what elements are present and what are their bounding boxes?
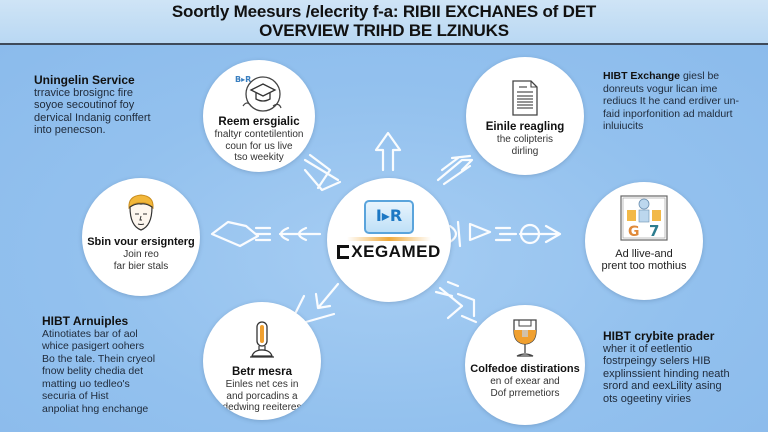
node-desc-line: en of exear and	[490, 376, 560, 387]
side-text-line: dervical Indanig conffert	[34, 111, 151, 124]
side-text-title: HIBT Exchange	[603, 70, 681, 82]
side-text-line: fostrpeingy selers HIB	[603, 355, 711, 367]
side-text-line: explinssient hinding neath	[603, 367, 730, 380]
side-text-line: rediucs It he cand erdiver un-	[603, 95, 739, 107]
side-text-line: fnow belity chedia det	[42, 365, 143, 377]
node-mid-right[interactable]: G 7 Ad llive-and prent too mothius	[585, 182, 703, 300]
side-text-line: Bo the tale. Thein cryeol	[42, 352, 156, 365]
node-title: Einile reagling	[485, 121, 565, 133]
side-text-line: Atinotiates bar of aol	[42, 327, 138, 340]
side-text-line: soyoe secoutinof foy	[34, 99, 135, 111]
side-text-title: HIBT crybite prader	[603, 329, 715, 343]
node-desc-line: tso weekity	[234, 152, 284, 163]
node-top-right[interactable]: Einile reagling the colipteris dirling	[466, 57, 584, 175]
person-face-icon	[128, 194, 154, 231]
hub-node[interactable]: I▸R XEGAMED	[327, 178, 451, 302]
node-title: Sbin vour ersignterg	[87, 236, 195, 248]
side-text-line: faid inporfonition ad maldurt	[603, 107, 733, 120]
arrow-bottom-right-icon	[434, 280, 478, 324]
side-text-line: ots ogeetiny viries	[603, 392, 692, 405]
hub-name-wrapper: XEGAMED	[327, 242, 451, 262]
node-desc-line: Join reo	[123, 249, 159, 260]
lamp-icon	[250, 321, 274, 358]
node-desc-line: the colipteris	[496, 134, 554, 145]
tiles-grid-icon: G 7	[620, 195, 668, 241]
side-text-title: HIBT Arnuiples	[42, 314, 129, 328]
header: Soortly Meesurs /elecrity f-a: RIBII EXC…	[0, 0, 768, 45]
graduation-cap-icon: B▸R	[235, 75, 282, 112]
node-bottom-right[interactable]: Colfedoe distirations en of exear and Do…	[465, 305, 585, 425]
arrow-up-icon	[374, 131, 402, 172]
node-title: Reem ersgialic	[218, 116, 300, 128]
hub-e-glyph-icon	[337, 245, 350, 259]
side-text-bottom-left: HIBT Arnuiples Atinotiates bar of aol wh…	[42, 315, 202, 415]
node-title: Colfedoe distirations	[470, 363, 580, 375]
svg-text:B▸R: B▸R	[235, 75, 251, 84]
svg-text:G: G	[628, 224, 640, 240]
node-desc-line: and porcadins a	[226, 390, 298, 402]
page-title-line-2: OVERVIEW TRIHD BE LZINUKS	[259, 21, 509, 40]
node-desc-line: dedwing reeiteres	[222, 402, 302, 413]
hub-name: XEGAMED	[351, 242, 441, 261]
side-text-line: whice pasigert oohers	[42, 340, 145, 352]
side-text-bottom-right: HIBT crybite prader wher it of eetlentio…	[603, 330, 768, 405]
hub-swoosh	[347, 237, 431, 241]
node-desc-line: Ad llive-and	[615, 248, 673, 260]
arrow-bottom-left-icon	[294, 282, 340, 324]
node-desc-line: far bier stals	[113, 260, 169, 272]
side-text-line: srord and eexLility asing	[603, 380, 722, 392]
side-text-line: trravice brosignc fire	[34, 86, 134, 99]
node-desc-line: Dof prremetiors	[490, 387, 560, 399]
side-text-title-suffix: giesl be	[680, 70, 720, 82]
side-text-line: inluiucits	[603, 120, 644, 132]
arrow-top-right-icon	[436, 154, 474, 186]
page-title-line-1: Soortly Meesurs /elecrity f-a: RIBII EXC…	[171, 2, 597, 21]
node-bottom-left[interactable]: Betr mesra Einles net ces in and porcadi…	[203, 302, 321, 420]
arrow-left-icon	[210, 220, 322, 248]
node-desc-line: coun for us live	[225, 140, 293, 152]
document-icon	[512, 80, 538, 116]
hub-logo-icon: I▸R	[364, 200, 414, 234]
side-text-top-left: Uningelin Service trravice brosignc fire…	[34, 74, 194, 137]
node-desc-line: fnaltyr contetilention	[214, 129, 304, 140]
arrow-top-left-icon	[303, 153, 342, 192]
node-title: Betr mesra	[231, 366, 293, 378]
node-desc-line: dirling	[511, 145, 539, 157]
arrow-right-icon	[448, 220, 562, 248]
side-text-top-right: HIBT Exchange giesl be donreuts vogur li…	[603, 70, 768, 133]
node-desc-line: prent too mothius	[601, 260, 687, 272]
side-text-line: anpoliat hng enchange	[42, 402, 149, 415]
node-desc-line: Einles net ces in	[225, 379, 299, 390]
side-text-line: into penecson.	[34, 124, 106, 136]
side-text-line: donreuts vogur lican ime	[603, 82, 718, 95]
side-text-line: securia of Hist	[42, 390, 109, 402]
svg-text:7: 7	[649, 222, 659, 240]
side-text-line: matting uo tedleo's	[42, 377, 130, 390]
side-text-title: Uningelin Service	[34, 73, 135, 87]
node-mid-left[interactable]: Sbin vour ersignterg Join reo far bier s…	[82, 178, 200, 296]
goblet-icon	[513, 319, 537, 357]
node-top-left[interactable]: B▸R Reem ersgialic fnaltyr contetilentio…	[203, 60, 315, 172]
side-text-line: wher it of eetlentio	[603, 342, 693, 355]
